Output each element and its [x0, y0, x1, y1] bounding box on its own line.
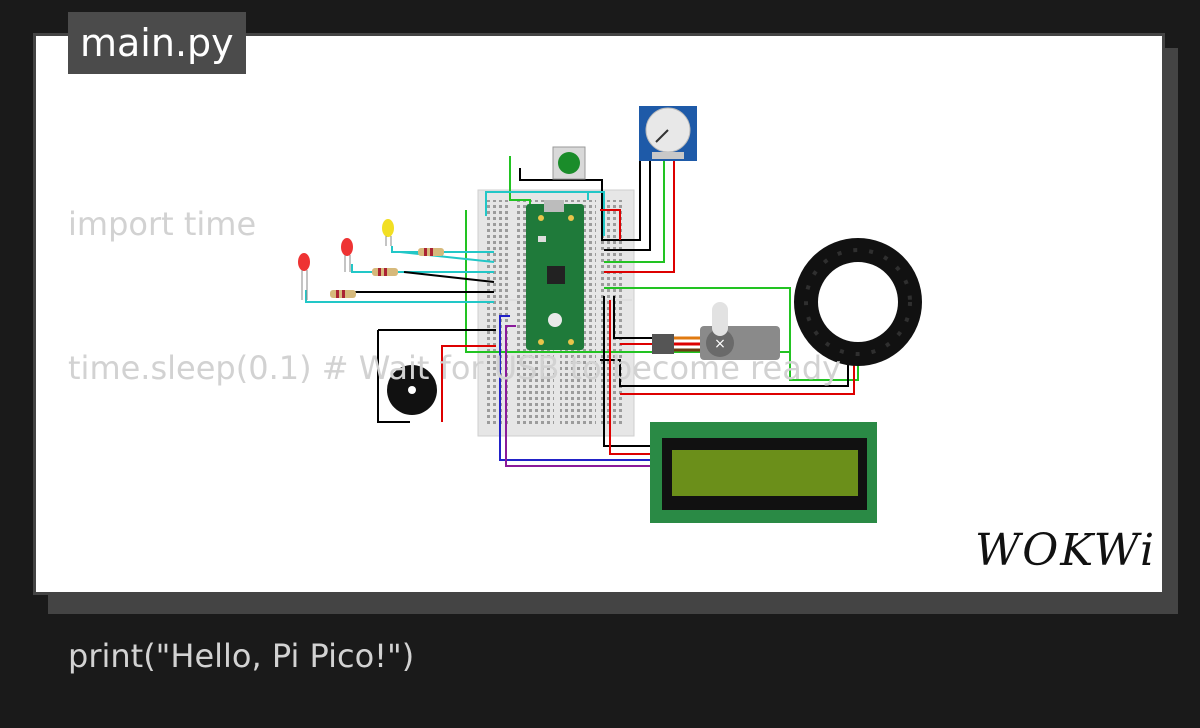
resistor[interactable] [330, 290, 356, 298]
code-line: print("Hello, Pi Pico!") [68, 637, 415, 675]
code-preview: import time time.sleep(0.1) # Wait for U… [68, 104, 841, 728]
resistor[interactable] [418, 248, 444, 256]
pushbutton[interactable] [552, 146, 586, 180]
svg-text:×: × [714, 336, 726, 352]
raspberry-pi-pico[interactable] [526, 200, 584, 350]
file-tab[interactable]: main.py [68, 12, 246, 74]
code-line: import time [68, 205, 257, 243]
code-line: time.sleep(0.1) # Wait for USB to become… [68, 349, 842, 387]
servo[interactable]: × [652, 302, 780, 360]
neopixel-ring[interactable] [794, 238, 922, 366]
lcd-display[interactable] [650, 422, 877, 523]
yellow-led[interactable] [382, 219, 394, 246]
circuit-diagram: × [298, 106, 922, 523]
red-led[interactable] [298, 253, 310, 300]
file-name: main.py [80, 21, 234, 65]
buzzer[interactable] [387, 365, 437, 415]
resistor[interactable] [372, 268, 398, 276]
wokwi-logo: WOKWi [975, 525, 1157, 576]
potentiometer[interactable] [639, 106, 697, 161]
red-led[interactable] [341, 238, 353, 272]
code-line [68, 488, 841, 536]
